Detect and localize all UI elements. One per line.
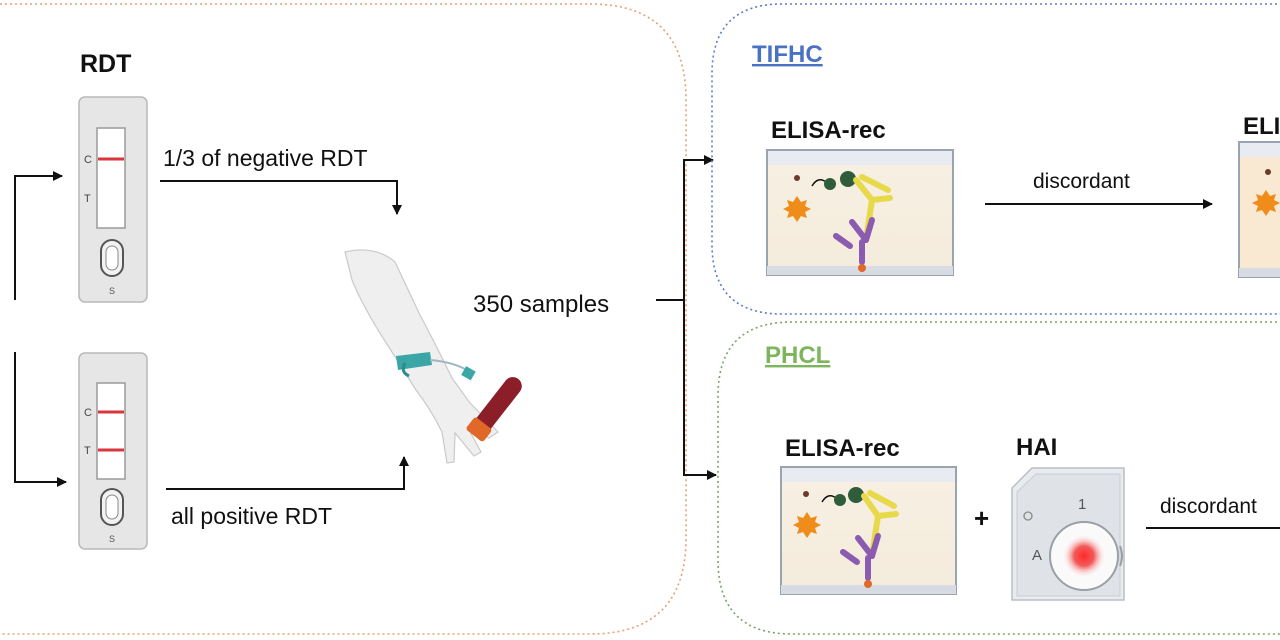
phcl-elisa-molecules — [793, 487, 899, 588]
positive-label: all positive RDT — [171, 503, 332, 529]
plate-column-label: 1 — [1078, 496, 1086, 513]
tifhc-discordant-label: discordant — [1033, 170, 1130, 193]
tifhc-title: TIFHC — [752, 41, 823, 68]
left-branch-arrows — [14, 171, 67, 487]
hai-red-spot — [1062, 534, 1106, 578]
plate-corner-mark — [1023, 511, 1033, 521]
phcl-elisa-well — [780, 466, 957, 595]
hai-plate: 1 A — [1011, 467, 1125, 601]
positive-path-arrow — [166, 456, 409, 490]
left-panel-border — [0, 3, 687, 635]
phcl-assay-label: ELISA-rec — [785, 435, 900, 462]
plus-sign: + — [974, 503, 989, 533]
rdt-cassette-negative: C T S — [78, 96, 148, 303]
sample-label: S — [109, 534, 115, 544]
tifhc-elisa-molecules — [783, 171, 893, 272]
test-label: T — [84, 445, 91, 457]
arm-blood-draw-illustration — [344, 249, 522, 464]
plate-row-label: A — [1032, 547, 1042, 564]
tifhc-elisa-well — [766, 149, 954, 276]
hai-label: HAI — [1016, 434, 1057, 461]
samples-split-arrows — [656, 155, 717, 480]
phcl-title: PHCL — [765, 342, 830, 369]
tifhc-assay-label: ELISA-rec — [771, 117, 886, 144]
rdt-cassette-positive: C T S — [78, 352, 148, 550]
samples-label: 350 samples — [473, 291, 609, 318]
phcl-discordant-label: discordant — [1160, 495, 1257, 518]
control-label: C — [84, 154, 92, 166]
tifhc-assay-label-cut: ELI — [1243, 113, 1280, 140]
sample-label: S — [109, 286, 115, 296]
test-label: T — [84, 193, 91, 205]
negative-label: 1/3 of negative RDT — [163, 145, 368, 171]
phcl-panel-border — [717, 321, 1280, 635]
rdt-title: RDT — [80, 50, 131, 78]
tifhc-second-well — [1238, 141, 1280, 278]
control-label: C — [84, 407, 92, 419]
negative-path-arrow — [160, 180, 402, 215]
